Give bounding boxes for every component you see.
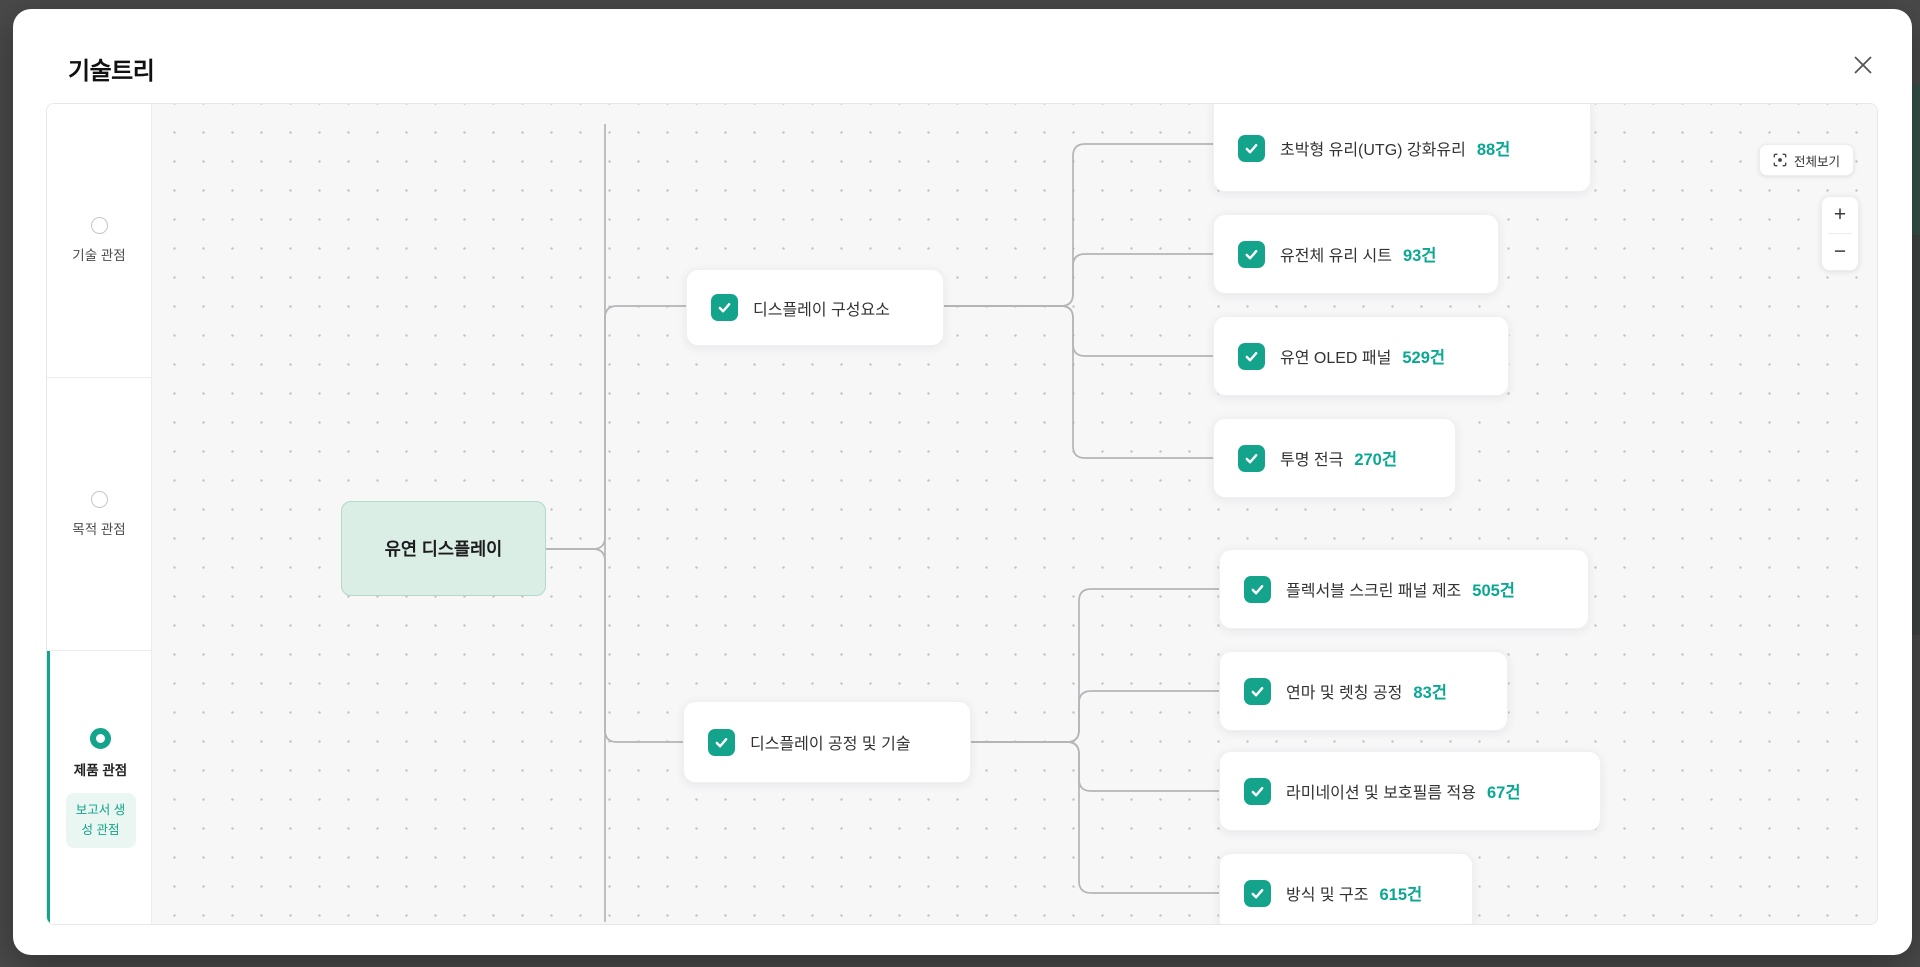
fit-view-icon [1773,153,1787,167]
node-label: 유연 디스플레이 [384,539,503,559]
sidebar-item-tech-perspective[interactable]: 기술 관점 [47,104,151,378]
tree-edges [546,124,1219,922]
checkbox-checked-icon[interactable] [1238,342,1265,370]
fit-view-button[interactable]: 전체보기 [1759,144,1855,176]
checkbox-checked-icon[interactable] [1238,240,1265,268]
checkbox-checked-icon[interactable] [1238,134,1265,162]
node-label: 투명 전극 [1280,452,1344,469]
tree-canvas[interactable]: 유연 디스플레이 디스플레이 구성요소 디스플레이 공정 및 기술 초박형 유리… [152,104,1877,924]
tree-node-root[interactable]: 유연 디스플레이 [341,501,546,596]
checkbox-checked-icon[interactable] [1244,879,1271,907]
node-label: 라미네이션 및 보호필름 적용 [1286,785,1476,802]
checkbox-checked-icon[interactable] [708,728,735,756]
node-label: 방식 및 구조 [1286,887,1369,904]
radio-unselected-icon[interactable] [90,490,108,508]
node-label: 유전체 유리 시트 [1280,248,1392,265]
checkbox-checked-icon[interactable] [1244,677,1271,705]
node-count: 83건 [1413,684,1447,702]
tree-node-branch[interactable]: 디스플레이 공정 및 기술 [683,701,971,783]
node-count: 67건 [1486,784,1521,802]
zoom-in-button[interactable]: + [1822,197,1858,233]
node-label: 초박형 유리(UTG) 강화유리 [1280,142,1466,159]
sidebar-item-label: 목적 관점 [72,521,126,537]
checkbox-checked-icon[interactable] [1244,777,1271,805]
report-perspective-badge: 보고서 생성 관점 [65,792,136,848]
tree-node-leaf[interactable]: 연마 및 렛칭 공정 83건 [1219,651,1508,731]
node-label: 유연 OLED 패널 [1280,350,1392,367]
tree-node-leaf[interactable]: 유전체 유리 시트 93건 [1213,214,1499,294]
sidebar-item-label: 제품 관점 [73,762,128,778]
background-app-sliver [1912,235,1920,635]
node-count: 88건 [1476,141,1511,159]
tree-panel: 기술 관점 목적 관점 제품 관점 보고서 생성 관점 [46,103,1878,925]
zoom-controls: + − [1821,196,1859,271]
tree-node-leaf[interactable]: 유연 OLED 패널 529건 [1213,316,1509,396]
tech-tree-modal: 기술트리 기술 관점 목적 관점 제품 관점 보고서 생성 관점 [13,9,1912,955]
radio-unselected-icon[interactable] [90,216,108,234]
sidebar-item-purpose-perspective[interactable]: 목적 관점 [47,378,151,652]
node-label: 디스플레이 구성요소 [753,301,890,319]
background-app-sliver [1912,85,1920,235]
checkbox-checked-icon[interactable] [1244,575,1271,603]
tree-node-leaf[interactable]: 플렉서블 스크린 패널 제조 505건 [1219,549,1589,629]
checkbox-checked-icon[interactable] [711,294,738,321]
tree-node-branch[interactable]: 디스플레이 구성요소 [686,269,944,346]
node-label: 디스플레이 공정 및 기술 [750,736,911,753]
page-title: 기술트리 [68,58,155,85]
radio-selected-icon[interactable] [90,727,111,749]
tree-node-leaf[interactable]: 라미네이션 및 보호필름 적용 67건 [1219,751,1601,831]
sidebar-item-label: 기술 관점 [72,247,126,263]
node-count: 615건 [1379,886,1423,904]
sidebar-item-product-perspective[interactable]: 제품 관점 보고서 생성 관점 [47,651,151,924]
node-count: 529건 [1402,349,1446,367]
divider [1828,233,1852,234]
node-label: 연마 및 렛칭 공정 [1286,685,1403,702]
node-count: 93건 [1402,247,1437,265]
tree-node-leaf[interactable]: 초박형 유리(UTG) 강화유리 88건 [1213,104,1591,192]
checkbox-checked-icon[interactable] [1238,444,1265,472]
tree-node-leaf[interactable]: 방식 및 구조 615건 [1219,853,1473,924]
node-count: 270건 [1354,451,1398,469]
fit-view-label: 전체보기 [1794,154,1841,169]
perspective-sidebar: 기술 관점 목적 관점 제품 관점 보고서 생성 관점 [47,104,152,924]
node-label: 플렉서블 스크린 패널 제조 [1286,583,1462,600]
node-count: 505건 [1472,582,1515,600]
zoom-out-button[interactable]: − [1822,234,1858,270]
close-button[interactable] [1841,43,1885,87]
tree-node-leaf[interactable]: 투명 전극 270건 [1213,418,1456,498]
close-icon [1854,56,1872,74]
